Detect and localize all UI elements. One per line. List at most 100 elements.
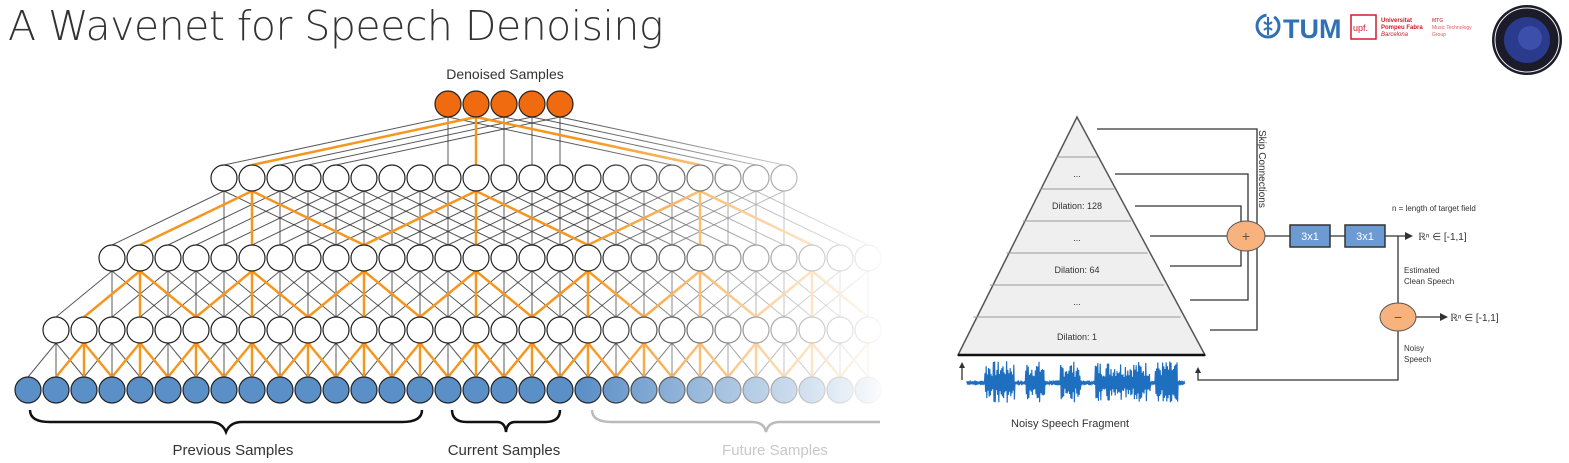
receptive-field-edge xyxy=(279,342,309,378)
mtg-2: Music Technology xyxy=(1432,25,1472,31)
hidden-node xyxy=(406,316,434,344)
input-sample-node xyxy=(490,376,518,404)
hidden-node xyxy=(238,244,266,272)
receptive-field-edge xyxy=(531,342,561,378)
receptive-field-edge xyxy=(83,270,141,318)
noisy-speech-fragment-label: Noisy Speech Fragment xyxy=(1011,418,1129,430)
hidden-node xyxy=(266,244,294,272)
hidden-node xyxy=(98,244,126,272)
future-brace xyxy=(590,409,880,433)
receptive-field-edge xyxy=(195,342,225,378)
receptive-field-edge xyxy=(223,342,253,378)
denoised-sample-node xyxy=(490,90,518,118)
hidden-node xyxy=(350,316,378,344)
noisy-waveform xyxy=(966,361,1186,403)
denoised-sample-node xyxy=(518,90,546,118)
conv-block-1 xyxy=(1289,224,1331,248)
sum-node xyxy=(1226,220,1266,252)
hidden-node xyxy=(210,164,238,192)
input-sample-node xyxy=(350,376,378,404)
conv-block-2 xyxy=(1344,224,1386,248)
edge xyxy=(27,342,57,378)
input-sample-node xyxy=(462,376,490,404)
conv-block-1-label: 3x1 xyxy=(1301,231,1319,243)
receptive-field-edge xyxy=(419,270,477,318)
receptive-field-edge xyxy=(139,270,197,318)
hidden-node xyxy=(462,316,490,344)
hidden-node xyxy=(490,316,518,344)
receptive-field-edge xyxy=(363,189,477,247)
input-sample-node xyxy=(182,376,210,404)
receptive-field-edge xyxy=(195,270,253,318)
subtract-node xyxy=(1379,302,1417,332)
input-sample-node xyxy=(154,376,182,404)
edge xyxy=(391,190,505,246)
edge xyxy=(307,116,533,166)
receptive-field-edge xyxy=(503,342,533,378)
previous-samples-label: Previous Samples xyxy=(173,442,294,459)
hidden-node xyxy=(378,316,406,344)
receptive-field-edge xyxy=(251,270,309,318)
receptive-field-edge xyxy=(475,342,505,378)
hidden-node xyxy=(350,164,378,192)
hidden-node xyxy=(406,164,434,192)
receptive-field-edge xyxy=(391,342,421,378)
input-sample-node xyxy=(70,376,98,404)
layer-label: ... xyxy=(1073,297,1081,307)
noisy-label-2: Speech xyxy=(1404,355,1431,364)
edge xyxy=(335,190,449,246)
hidden-node xyxy=(154,244,182,272)
hidden-node xyxy=(238,316,266,344)
input-sample-node xyxy=(126,376,154,404)
receptive-field-edge xyxy=(139,189,253,247)
receptive-field-edge xyxy=(363,270,421,318)
hidden-node xyxy=(378,164,406,192)
hidden-node xyxy=(126,316,154,344)
minus-symbol: − xyxy=(1394,309,1402,325)
receptive-field-edge xyxy=(111,342,141,378)
upf-logo: upf. Universitat Pompeu Fabra Barcelona … xyxy=(1350,14,1472,40)
receptive-field-edge xyxy=(251,189,365,247)
hidden-node xyxy=(210,316,238,344)
receptive-field-edge xyxy=(167,342,197,378)
hidden-node xyxy=(350,244,378,272)
hidden-node xyxy=(490,164,518,192)
output-1-label: ℝⁿ ∈ [-1,1] xyxy=(1418,232,1467,243)
hidden-node xyxy=(294,244,322,272)
estimated-label-2: Clean Speech xyxy=(1404,277,1454,286)
hidden-node xyxy=(126,244,154,272)
hidden-node xyxy=(154,316,182,344)
hidden-node xyxy=(518,316,546,344)
tum-logo-text: TUM xyxy=(1283,14,1341,44)
hidden-node xyxy=(294,164,322,192)
layer-label: ... xyxy=(1073,233,1081,243)
hidden-node xyxy=(462,164,490,192)
layer-label: Dilation: 64 xyxy=(1054,265,1099,275)
current-samples-label: Current Samples xyxy=(448,442,561,459)
input-sample-node xyxy=(518,376,546,404)
hidden-node xyxy=(70,316,98,344)
input-sample-node xyxy=(14,376,42,404)
hidden-node xyxy=(294,316,322,344)
edge xyxy=(279,116,505,166)
receptive-field-edge xyxy=(139,342,169,378)
input-sample-node xyxy=(434,376,462,404)
edge xyxy=(167,270,225,318)
input-sample-node xyxy=(546,376,574,404)
input-sample-node xyxy=(322,376,350,404)
receptive-field-edge xyxy=(83,342,113,378)
hidden-node xyxy=(266,164,294,192)
edge xyxy=(447,190,561,246)
denoised-sample-node xyxy=(546,90,574,118)
hidden-node xyxy=(266,316,294,344)
denoised-sample-node xyxy=(434,90,462,118)
receptive-field-edge xyxy=(251,342,281,378)
receptive-field-edge xyxy=(475,189,589,247)
hidden-node xyxy=(210,244,238,272)
edge xyxy=(223,116,449,166)
input-sample-node xyxy=(42,376,70,404)
hidden-node xyxy=(518,164,546,192)
edge xyxy=(503,270,561,318)
receptive-field-edge xyxy=(475,270,533,318)
